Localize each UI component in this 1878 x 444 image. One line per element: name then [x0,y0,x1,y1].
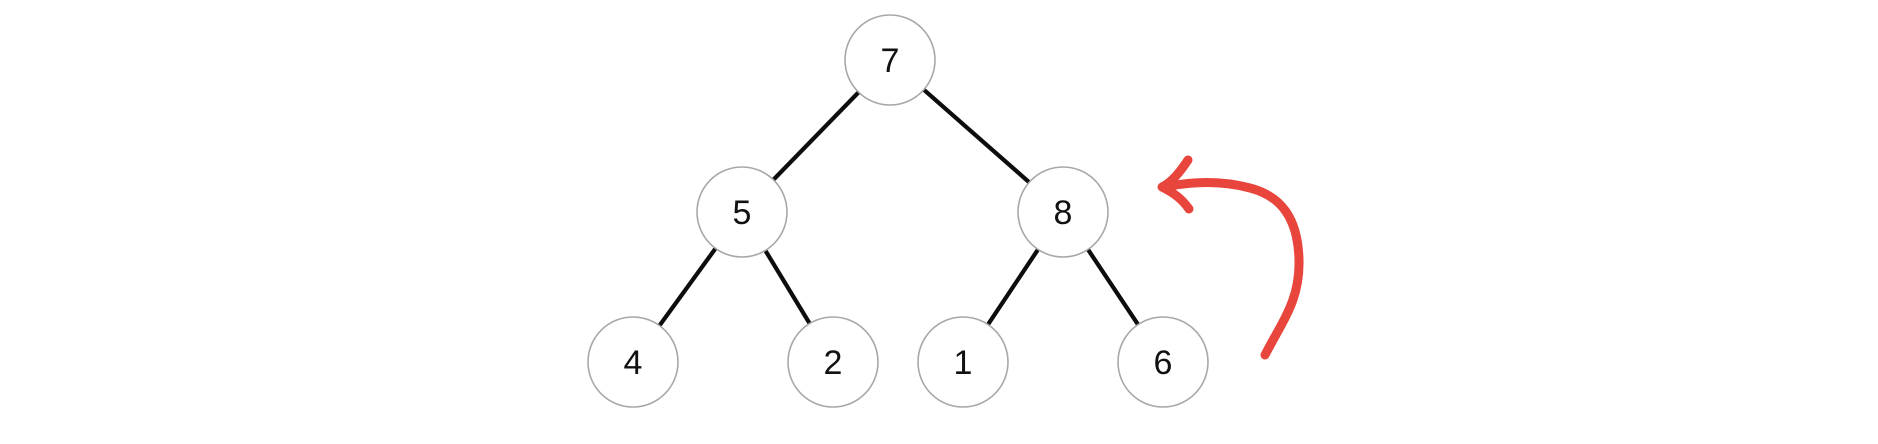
tree-edge-n8-n6 [1086,248,1140,326]
node-label-1: 1 [954,344,973,382]
tree-node-7[interactable]: 7 [844,14,936,106]
tree-edge-n8-n1 [986,248,1040,326]
node-circle-8[interactable] [1017,166,1109,258]
tree-edge-root-n5 [771,90,861,182]
tree-edge-n5-n4 [657,247,718,327]
node-label-7: 7 [881,42,900,80]
node-circle-5[interactable] [696,166,788,258]
node-circle-4[interactable] [587,316,679,408]
tree-edges-group [657,88,1140,327]
node-circle-1[interactable] [917,316,1009,408]
node-label-8: 8 [1054,194,1073,232]
node-label-4: 4 [624,344,643,382]
annotation-arrow-head-icon [1157,155,1194,214]
node-circle-7[interactable] [844,14,936,106]
tree-node-1[interactable]: 1 [917,316,1009,408]
tree-node-8[interactable]: 8 [1017,166,1109,258]
tree-node-5[interactable]: 5 [696,166,788,258]
tree-nodes-group: 7 5 8 4 2 1 6 [587,14,1209,408]
node-label-2: 2 [824,344,843,382]
tree-node-6[interactable]: 6 [1117,316,1209,408]
node-label-6: 6 [1154,344,1173,382]
node-label-5: 5 [733,194,752,232]
annotation-arrow [1157,155,1304,360]
annotation-arrow-body [1165,178,1304,360]
node-circle-2[interactable] [787,316,879,408]
tree-node-4[interactable]: 4 [587,316,679,408]
node-circle-6[interactable] [1117,316,1209,408]
tree-edge-n5-n2 [763,249,812,325]
tree-node-2[interactable]: 2 [787,316,879,408]
tree-edge-root-n8 [922,88,1031,184]
